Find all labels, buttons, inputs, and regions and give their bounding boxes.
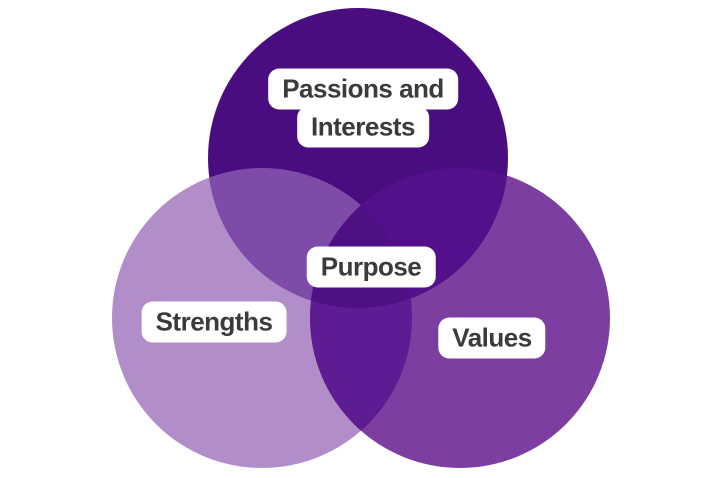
label-strengths: Strengths	[141, 301, 287, 343]
overlap-center	[310, 168, 412, 308]
label-values: Values	[438, 317, 546, 359]
label-passions-and-interests: Passions and Interests	[268, 68, 458, 148]
label-purpose: Purpose	[306, 246, 436, 288]
label-passions-line1: Passions and	[268, 68, 458, 110]
label-passions-line2: Interests	[297, 106, 429, 148]
